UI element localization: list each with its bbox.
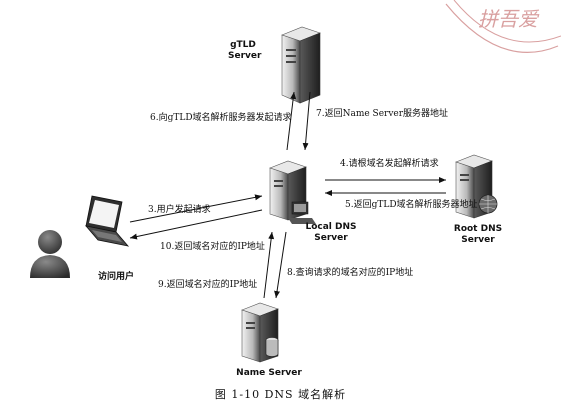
- step-9-label: 9.返回域名对应的IP地址: [158, 280, 258, 290]
- arrow-step-9: [263, 231, 275, 299]
- gtld-server-icon: [281, 26, 321, 104]
- gtld-server-label: gTLD Server: [228, 40, 262, 62]
- svg-text:拼吾爱: 拼吾爱: [478, 7, 540, 31]
- arrow-step-3: [129, 194, 263, 223]
- watermark-stamp: 拼吾爱: [445, 0, 561, 53]
- local-label-line1: Local DNS: [305, 222, 357, 232]
- gtld-label-line2: Server: [228, 51, 262, 61]
- user-person-icon: [30, 230, 70, 278]
- step-6-label: 6.向gTLD域名解析服务器发起请求: [150, 113, 292, 123]
- arrow-step-8: [274, 231, 287, 299]
- root-label-line2: Server: [461, 235, 495, 245]
- user-label-line1: 访问用户: [97, 272, 134, 282]
- step-10-label: 10.返回域名对应的IP地址: [160, 242, 265, 252]
- figure-caption: 图 1-10 DNS 域名解析: [214, 388, 347, 401]
- arrow-step-7: [302, 91, 311, 151]
- gtld-label-line1: gTLD: [230, 40, 256, 50]
- arrow-step-6: [286, 91, 297, 151]
- root-dns-server-icon: [455, 154, 498, 219]
- laptop-icon: [84, 195, 130, 247]
- local-dns-label: Local DNS Server: [296, 222, 366, 244]
- name-label-line1: Name Server: [236, 368, 302, 378]
- name-server-icon: [241, 302, 279, 363]
- user-label: 访问用户: [86, 272, 146, 283]
- local-dns-server-icon: [269, 160, 316, 224]
- step-3-label: 3.用户发起请求: [148, 205, 211, 215]
- root-dns-label: Root DNS Server: [448, 224, 508, 246]
- name-server-label: Name Server: [234, 368, 304, 379]
- step-5-label: 5.返回gTLD域名解析服务器地址: [345, 200, 478, 210]
- step-8-label: 8.查询请求的域名对应的IP地址: [287, 268, 414, 278]
- step-4-label: 4.请根域名发起解析请求: [340, 159, 439, 169]
- arrow-step-10: [129, 209, 263, 240]
- step-7-label: 7.返回Name Server服务器地址: [316, 109, 449, 119]
- local-label-line2: Server: [314, 233, 348, 243]
- root-label-line1: Root DNS: [453, 224, 503, 234]
